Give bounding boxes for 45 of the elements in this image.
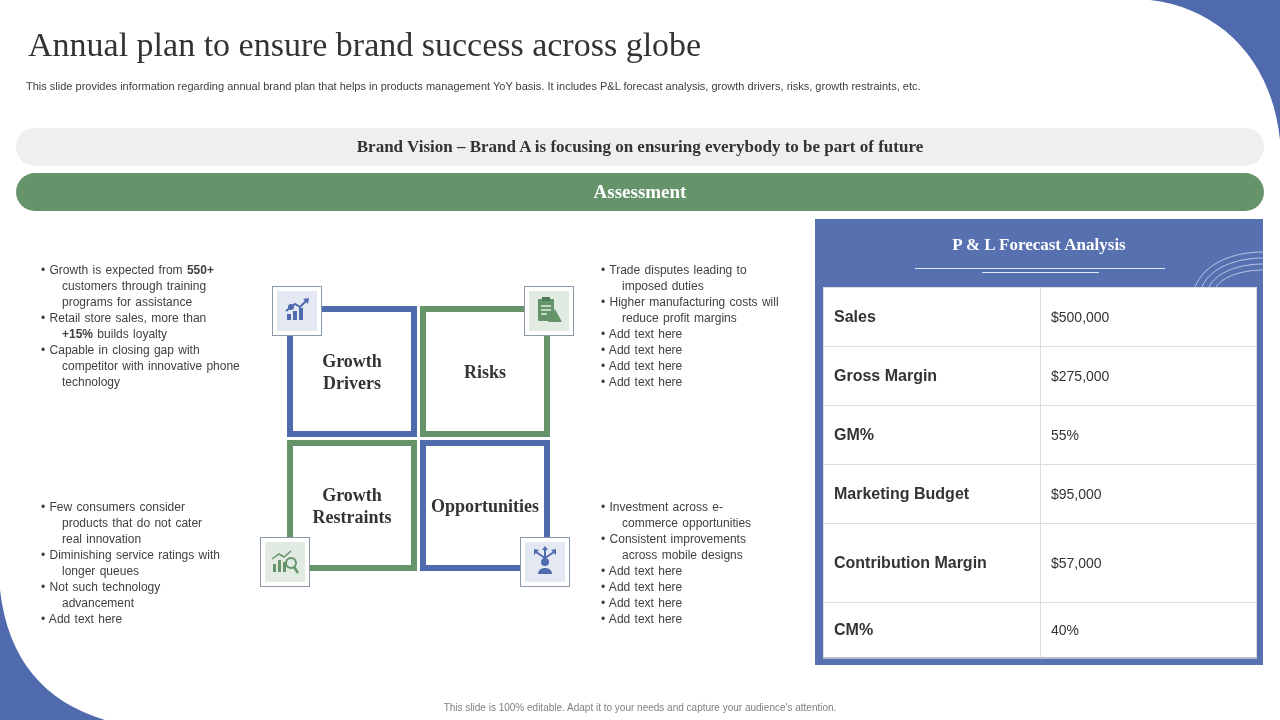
bullet-text: • Capable in closing gap with competitor with innovative phone technology	[41, 342, 241, 390]
forecast-panel	[815, 219, 1263, 665]
row-label: Marketing Budget	[823, 464, 1041, 524]
row-label: GM%	[823, 405, 1041, 465]
row-value: 55%	[1040, 405, 1257, 465]
row-label: Sales	[823, 287, 1041, 347]
slide-title: Annual plan to ensure brand success across globe	[28, 26, 702, 64]
bullet-text: • Higher manufacturing costs will reduce profit margins	[601, 294, 780, 326]
row-value: $275,000	[1040, 346, 1257, 406]
row-label: Contribution Margin	[823, 523, 1041, 603]
quadrant-frame	[420, 440, 550, 571]
quadrant-title: Growth Restraints	[311, 483, 393, 528]
section-banner: Assessment	[16, 173, 1264, 211]
quadrant-title: Growth Drivers	[321, 349, 383, 394]
bullet-text: • Add text here	[601, 595, 684, 611]
bullet-text: • Add text here	[601, 579, 684, 595]
bullet-text: • Add text here	[41, 611, 124, 627]
quadrant-title: Risks	[464, 360, 506, 383]
bullet-text: • Few consumers consider products that do not cater real innovation	[41, 499, 204, 547]
row-label: CM%	[823, 602, 1041, 658]
row-label: Gross Margin	[823, 346, 1041, 406]
quadrant-frame	[420, 306, 550, 437]
bullet-text: • Retail store sales, more than +15% builds loyalty	[41, 310, 208, 342]
subtitle-text: This slide provides information regarding annual brand plan that helps in products management YoY basis. It includes P&L forecast analysis, growth drivers, risks, growth restraints, etc.	[26, 80, 921, 92]
bullet-text: • Add text here	[601, 374, 684, 390]
quadrant-frame	[287, 306, 417, 437]
footer-note: This slide is 100% editable. Adapt it to your needs and capture your audience's attention.	[442, 702, 838, 713]
bullet-text: • Trade disputes leading to imposed duties	[601, 262, 748, 294]
vision-banner: Brand Vision – Brand A is focusing on ensuring everybody to be part of future	[16, 128, 1264, 166]
bullet-text: • Add text here	[601, 563, 684, 579]
bullet-text: • Add text here	[601, 611, 684, 627]
bullet-text: • Investment across e-commerce opportunities	[601, 499, 753, 531]
bullet-text: • Add text here	[601, 342, 684, 358]
row-value: $95,000	[1040, 464, 1257, 524]
row-value: $500,000	[1040, 287, 1257, 347]
quadrant-title: Opportunities	[431, 494, 539, 517]
bullet-text: • Growth is expected from 550+ customers through training programs for assistance	[41, 262, 215, 310]
bullet-text: • Diminishing service ratings with longer queues	[41, 547, 221, 579]
bullet-text: • Add text here	[601, 358, 684, 374]
bullet-text: • Not such technology advancement	[41, 579, 162, 611]
bullet-text: • Consistent improvements across mobile designs	[601, 531, 747, 563]
row-value: $57,000	[1040, 523, 1257, 603]
quadrant-frame	[287, 440, 417, 571]
bullet-text: • Add text here	[601, 326, 684, 342]
panel-heading: P & L Forecast Analysis	[951, 235, 1127, 255]
